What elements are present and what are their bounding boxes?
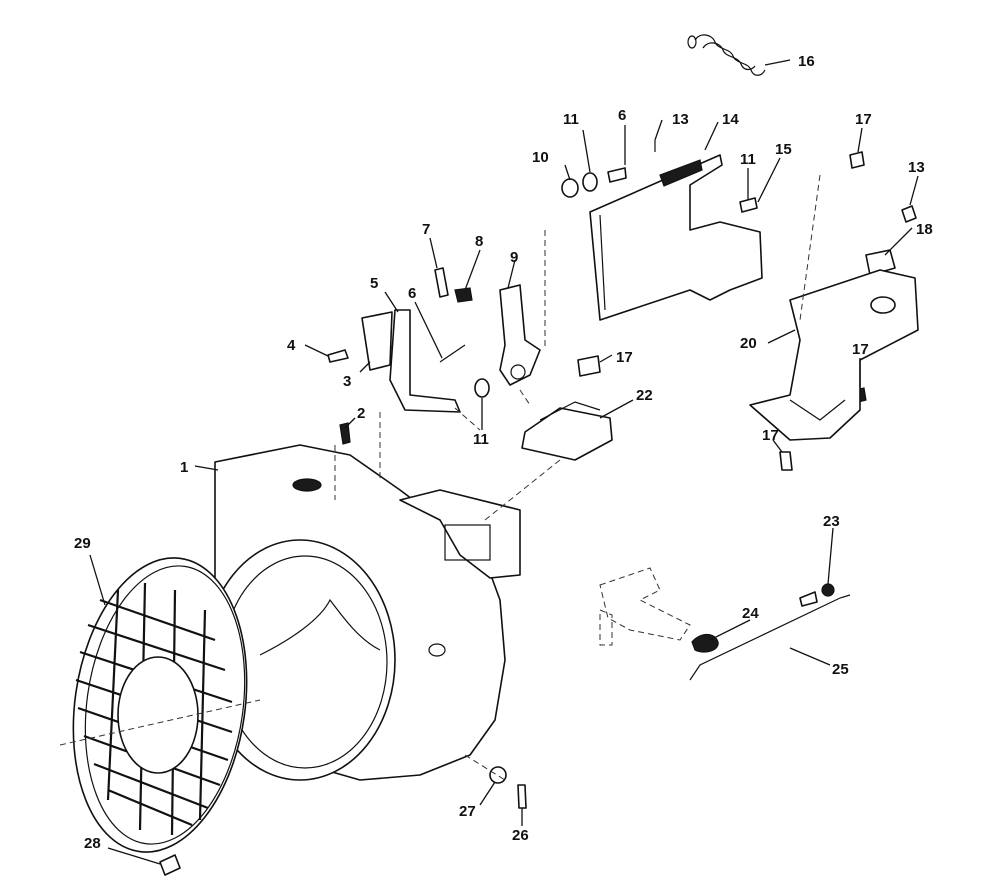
callout-22: 22 bbox=[636, 387, 653, 404]
choke-rod bbox=[689, 583, 851, 681]
callout-11: 11 bbox=[563, 111, 579, 128]
callout-27: 27 bbox=[459, 803, 476, 820]
callout-1: 1 bbox=[180, 459, 188, 476]
callout-18: 18 bbox=[916, 221, 933, 238]
callout-6: 6 bbox=[618, 107, 626, 124]
callout-17: 17 bbox=[855, 111, 872, 128]
callout-11: 11 bbox=[740, 151, 756, 168]
callout-17: 17 bbox=[852, 341, 869, 358]
callout-17: 17 bbox=[616, 349, 633, 366]
callout-10: 10 bbox=[532, 149, 549, 166]
side-shroud bbox=[749, 269, 919, 441]
callout-11: 11 bbox=[473, 431, 489, 448]
upper-shroud bbox=[589, 154, 763, 321]
throttle-lever bbox=[499, 284, 541, 386]
callout-5: 5 bbox=[370, 275, 378, 292]
callout-29: 29 bbox=[74, 535, 91, 552]
blower-grille bbox=[59, 557, 261, 853]
callout-23: 23 bbox=[823, 513, 840, 530]
callout-26: 26 bbox=[512, 827, 529, 844]
alignment-lines bbox=[334, 174, 821, 781]
callout-24: 24 bbox=[742, 605, 759, 622]
carburetor-ghost-outline bbox=[599, 567, 691, 646]
callout-9: 9 bbox=[510, 249, 518, 266]
callout-25: 25 bbox=[832, 661, 849, 678]
callout-2: 2 bbox=[357, 405, 365, 422]
small-hardware bbox=[159, 140, 917, 876]
callout-labels: 1 2 3 4 5 6 6 7 8 9 10 11 11 11 13 13 14… bbox=[74, 53, 933, 852]
blower-housing bbox=[204, 444, 521, 781]
callout-15: 15 bbox=[775, 141, 792, 158]
callout-13: 13 bbox=[672, 111, 689, 128]
callout-16: 16 bbox=[798, 53, 815, 70]
callout-13: 13 bbox=[908, 159, 925, 176]
mounting-bracket bbox=[361, 309, 461, 413]
callout-3: 3 bbox=[343, 373, 351, 390]
callout-leaders bbox=[89, 59, 919, 865]
callout-7: 7 bbox=[422, 221, 430, 238]
callout-14: 14 bbox=[722, 111, 739, 128]
callout-28: 28 bbox=[84, 835, 101, 852]
voltage-regulator bbox=[521, 401, 613, 461]
callout-6: 6 bbox=[408, 285, 416, 302]
governor-spring bbox=[687, 34, 766, 76]
callout-4: 4 bbox=[287, 337, 296, 354]
callout-8: 8 bbox=[475, 233, 483, 250]
callout-20: 20 bbox=[740, 335, 757, 352]
callout-17: 17 bbox=[762, 427, 779, 444]
